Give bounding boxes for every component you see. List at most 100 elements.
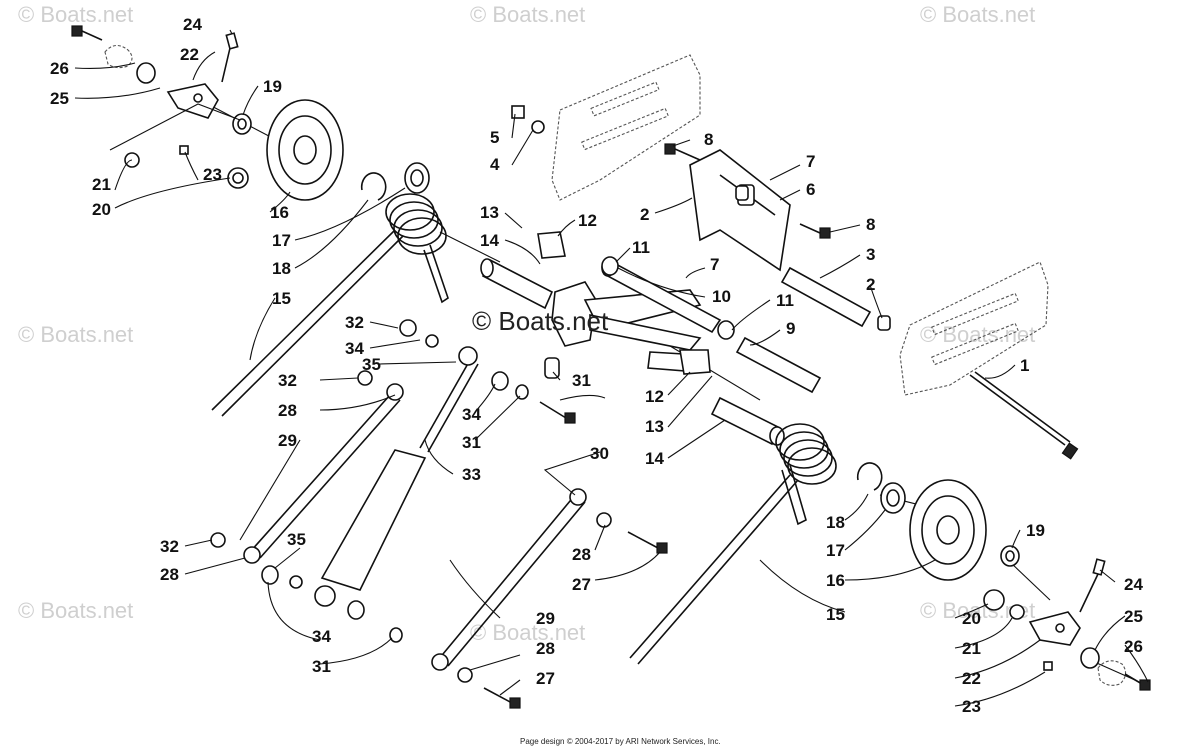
watermark-mid-left: © Boats.net [18, 322, 133, 347]
bolt-27-upper [627, 531, 668, 554]
center-watermark: © Boats.net [472, 306, 609, 336]
callout-9: 9 [786, 319, 795, 338]
callout-32-mid: 32 [278, 371, 297, 390]
cap-20-right [983, 589, 1005, 611]
watermark-bottom-left: © Boats.net [18, 598, 133, 623]
callout-23-right: 23 [962, 697, 981, 716]
nut-5 [511, 105, 525, 119]
watermark-bottom-center: © Boats.net [470, 620, 585, 645]
bearing-left [404, 162, 430, 194]
callout-25-left: 25 [50, 89, 69, 108]
callout-4: 4 [490, 155, 500, 174]
shaft-3 [780, 266, 872, 328]
link-arm-29-left [243, 383, 404, 564]
callout-28-lower-right: 28 [536, 639, 555, 658]
bolt-30 [539, 401, 576, 424]
link-arm-29-right [431, 488, 587, 671]
callout-28-mid: 28 [572, 545, 591, 564]
callout-14-lower: 14 [645, 449, 664, 468]
watermark-top-left: © Boats.net [18, 2, 133, 27]
shock-absorber-33 [314, 346, 479, 607]
callout-28-lower-left: 28 [160, 565, 179, 584]
callout-7-lower: 7 [710, 255, 719, 274]
screw-23-right [1043, 661, 1053, 671]
watermarks: © Boats.net © Boats.net © Boats.net © Bo… [18, 2, 1035, 645]
callout-24-left: 24 [183, 15, 202, 34]
bolt-26-right [1097, 660, 1151, 691]
callout-8-upper: 8 [704, 130, 713, 149]
watermark-top-center: © Boats.net [470, 2, 585, 27]
callout-31-lower: 31 [312, 657, 331, 676]
callout-32-lower: 32 [160, 537, 179, 556]
callout-19-left: 19 [263, 77, 282, 96]
callout-31-center: 31 [572, 371, 591, 390]
callout-15-right: 15 [826, 605, 845, 624]
callout-11-lower: 11 [776, 291, 794, 310]
bolt-27-lower [483, 687, 521, 709]
watermark-mid-right: © Boats.net [920, 322, 1035, 347]
callout-17-left: 17 [272, 231, 291, 250]
shaft-14-upper [480, 258, 554, 310]
bolt-8-upper [664, 143, 701, 161]
torsion-spring-right [629, 423, 837, 665]
torsion-spring-left [211, 193, 449, 417]
callout-8-lower: 8 [866, 215, 875, 234]
callout-21-right: 21 [962, 639, 981, 658]
idler-wheel-right [909, 479, 987, 581]
callout-32-upper: 32 [345, 313, 364, 332]
callout-13-lower: 13 [645, 417, 664, 436]
pivot-arm-assembly [551, 281, 702, 351]
bracket-22-left [166, 83, 219, 119]
callout-34-upper: 34 [345, 339, 364, 358]
callout-13-upper: 13 [480, 203, 499, 222]
callout-35-lower: 35 [287, 530, 306, 549]
callout-1: 1 [1020, 356, 1029, 375]
callout-5: 5 [490, 128, 499, 147]
callout-23-left: 23 [203, 165, 222, 184]
callout-27-lower: 27 [536, 669, 555, 688]
bolt-26-left [71, 25, 133, 69]
screw-23-left [179, 145, 189, 155]
callout-26-right: 26 [1124, 637, 1143, 656]
callout-29-left: 29 [278, 431, 297, 450]
callout-34-lower: 34 [312, 627, 331, 646]
mount-bracket-6 [689, 149, 791, 272]
callout-3: 3 [866, 245, 875, 264]
callout-16-left: 16 [270, 203, 289, 222]
washer-21-right [1009, 604, 1025, 620]
callout-22-right: 22 [962, 669, 981, 688]
bushing-25-left [136, 62, 156, 84]
callout-20-right: 20 [962, 609, 981, 628]
callout-14-upper: 14 [480, 231, 499, 250]
roller-31-center [544, 357, 560, 379]
callout-22-left: 22 [180, 45, 199, 64]
callout-35-upper: 35 [362, 355, 381, 374]
callout-6: 6 [806, 180, 815, 199]
callout-30: 30 [590, 444, 609, 463]
bolt-8-lower [799, 223, 831, 239]
long-bolt-1 [969, 371, 1079, 460]
callout-7-upper: 7 [806, 152, 815, 171]
idler-wheel-left [266, 99, 344, 201]
footer-copyright: Page design © 2004-2017 by ARI Network S… [520, 737, 721, 746]
shaft-9 [735, 336, 822, 394]
bearing-right [880, 482, 906, 514]
bushing-25-right [1080, 647, 1100, 669]
bushing-12-upper [537, 231, 566, 259]
callout-12-lower: 12 [645, 387, 664, 406]
bushing-2-lower [877, 315, 891, 331]
cap-20-left [227, 167, 249, 189]
bushings-lower [210, 319, 612, 683]
callout-labels: 26 25 24 22 19 21 20 23 16 17 18 15 13 1… [50, 15, 1143, 716]
callout-2-upper: 2 [640, 205, 649, 224]
callout-11-upper: 11 [632, 238, 650, 257]
callout-34-mid: 34 [462, 405, 481, 424]
bolt-24-left [221, 32, 239, 83]
callout-25-right: 25 [1124, 607, 1143, 626]
callout-24-right: 24 [1124, 575, 1143, 594]
callout-26-left: 26 [50, 59, 69, 78]
bolt-24-right [1079, 558, 1106, 613]
bushing-11-upper [601, 256, 619, 276]
callout-21-left: 21 [92, 175, 111, 194]
